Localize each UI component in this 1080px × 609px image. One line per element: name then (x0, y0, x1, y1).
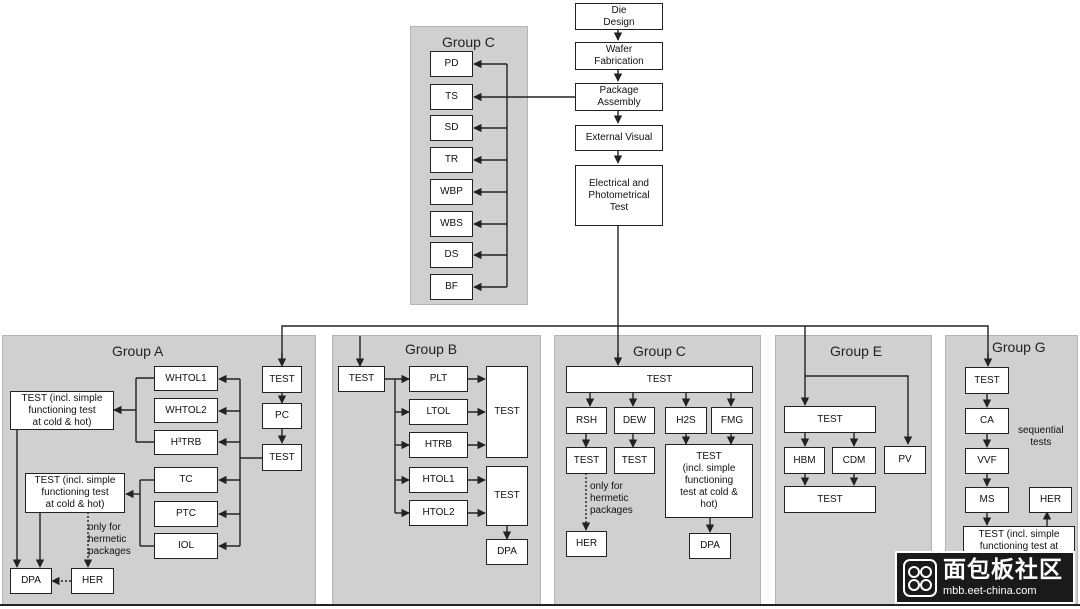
group-b-plt-box: PLT (409, 366, 468, 392)
group-c-test-dew-box: TEST (614, 447, 655, 474)
group-g-test-box: TEST (965, 367, 1009, 394)
group-c-test-func-box: TEST (incl. simple functioning test at c… (665, 444, 753, 518)
group-g-ca-box: CA (965, 408, 1009, 434)
group-g-title: Group G (992, 339, 1046, 355)
group-c-wbs-box: WBS (430, 211, 473, 237)
group-e-test-top-box: TEST (784, 406, 876, 433)
package-assembly-box: Package Assembly (575, 83, 663, 111)
group-a-test-func-2-box: TEST (incl. simple functioning test at c… (25, 473, 125, 513)
group-c-wbp-box: WBP (430, 179, 473, 205)
group-g-vvf-box: VVF (965, 448, 1009, 474)
group-c-dpa-box: DPA (689, 533, 731, 559)
group-g-her-box: HER (1029, 487, 1072, 513)
group-c-ds-box: DS (430, 242, 473, 268)
group-c-ts-box: TS (430, 84, 473, 110)
watermark-cn-text: 面包板社区 (943, 557, 1063, 583)
group-a-her-box: HER (71, 568, 114, 594)
group-e-cdm-box: CDM (832, 447, 876, 474)
external-visual-box: External Visual (575, 125, 663, 151)
group-c-dew-box: DEW (614, 407, 655, 434)
group-g-ms-box: MS (965, 487, 1009, 513)
chip-logo-icon (903, 559, 937, 597)
group-a-ptc-box: PTC (154, 501, 218, 527)
group-a-pc-box: PC (262, 403, 302, 429)
group-c-fmg-box: FMG (711, 407, 753, 434)
group-c-sd-box: SD (430, 115, 473, 141)
group-b-title: Group B (405, 341, 458, 357)
group-a-dpa-box: DPA (10, 568, 52, 594)
group-a-whtol1-box: WHTOL1 (154, 366, 218, 391)
group-c-pd-box: PD (430, 51, 473, 77)
group-c-h2s-box: H2S (665, 407, 707, 434)
group-b-htol1-box: HTOL1 (409, 467, 468, 493)
group-c-tr-box: TR (430, 147, 473, 173)
group-e-pv-box: PV (884, 446, 926, 474)
group-a-test-mid-box: TEST (262, 444, 302, 471)
group-c-rsh-box: RSH (566, 407, 607, 434)
group-a-iol-box: IOL (154, 533, 218, 559)
group-b-dpa-box: DPA (486, 539, 528, 565)
group-b-htrb-box: HTRB (409, 432, 468, 458)
group-b-ltol-box: LTOL (409, 399, 468, 425)
group-b-test-in-box: TEST (338, 366, 385, 392)
group-e-test-bottom-box: TEST (784, 486, 876, 513)
group-c-bottom-title: Group C (633, 343, 686, 359)
group-a-whtol2-box: WHTOL2 (154, 398, 218, 423)
bottom-border-line (0, 604, 1080, 606)
group-a-test-top-box: TEST (262, 366, 302, 393)
die-design-box: Die Design (575, 3, 663, 30)
watermark-url: mbb.eet-china.com (943, 585, 1037, 597)
group-c-test-rsh-box: TEST (566, 447, 607, 474)
electrical-photometrical-test-box: Electrical and Photometrical Test (575, 165, 663, 226)
wafer-fabrication-box: Wafer Fabrication (575, 42, 663, 70)
group-c-her-box: HER (566, 531, 607, 557)
group-c-bf-box: BF (430, 274, 473, 300)
group-b-test-2-box: TEST (486, 466, 528, 526)
group-e-hbm-box: HBM (784, 447, 825, 474)
group-e-title: Group E (830, 343, 883, 359)
group-a-h3trb-box: H³TRB (154, 430, 218, 455)
group-b-htol2-box: HTOL2 (409, 500, 468, 526)
group-a-title: Group A (112, 343, 164, 359)
group-a-hermetic-note: only for hermetic packages (88, 522, 131, 557)
group-c-top-title: Group C (442, 34, 495, 50)
group-a-test-func-1-box: TEST (incl. simple functioning test at c… (10, 391, 114, 430)
group-c-hermetic-note: only for hermetic packages (590, 481, 633, 516)
group-a-tc-box: TC (154, 467, 218, 493)
group-c-test-top-box: TEST (566, 366, 753, 393)
group-g-sequential-note: sequential tests (1018, 425, 1064, 448)
watermark-logo: 面包板社区 mbb.eet-china.com (895, 551, 1075, 604)
group-b-test-1-box: TEST (486, 366, 528, 458)
